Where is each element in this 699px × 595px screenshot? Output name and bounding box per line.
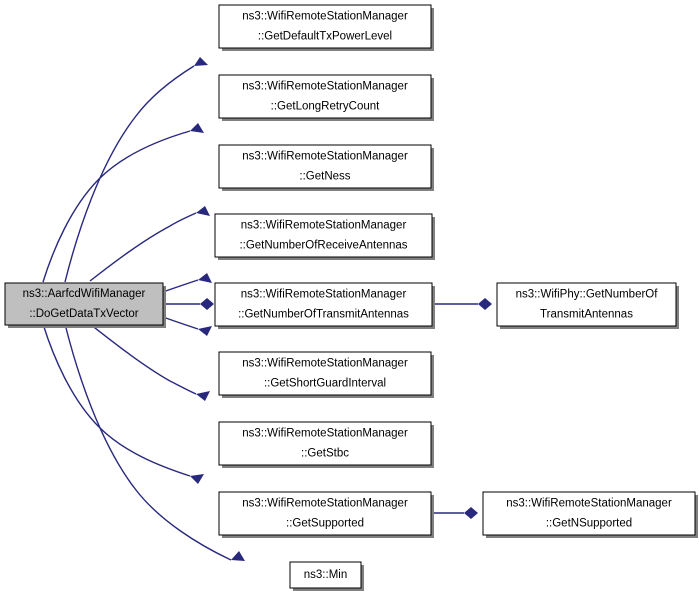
arrowhead-icon: [196, 206, 210, 216]
node-label-line1: ns3::WifiRemoteStationManager: [242, 358, 408, 370]
node-getNumberOfTransmitAntennas[interactable]: ns3::WifiRemoteStationManager::GetNumber…: [214, 282, 435, 329]
node-min[interactable]: ns3::Min: [289, 561, 364, 591]
node-getLongRetryCount[interactable]: ns3::WifiRemoteStationManager::GetLongRe…: [218, 74, 434, 121]
node-label-line2: ::GetLongRetryCount: [271, 101, 380, 113]
arrowhead-icon: [464, 507, 478, 519]
node-rect[interactable]: [482, 491, 696, 536]
edge-root-getDefaultTxPowerLevel: [64, 57, 208, 283]
node-label-line2: ::GetNSupported: [546, 518, 632, 530]
node-label-line1: ns3::WifiRemoteStationManager: [241, 220, 407, 232]
node-label-line2: ::GetNumberOfReceiveAntennas: [239, 240, 407, 252]
node-rect[interactable]: [218, 421, 432, 466]
node-rect[interactable]: [214, 213, 433, 258]
edges-layer: [42, 57, 492, 561]
node-getNumberOfReceiveAntennas[interactable]: ns3::WifiRemoteStationManager::GetNumber…: [214, 213, 435, 260]
node-label-line1: ns3::WifiRemoteStationManager: [242, 11, 408, 23]
arrowhead-icon: [198, 273, 212, 283]
arrowhead-icon: [231, 551, 245, 561]
arrowhead-icon: [478, 298, 492, 310]
edge-getSupported-getNSupported: [431, 507, 478, 519]
edge-line: [64, 323, 232, 561]
node-label-line1: ns3::AarfcdWifiManager: [23, 288, 146, 300]
node-getStbc[interactable]: ns3::WifiRemoteStationManager::GetStbc: [218, 421, 434, 468]
node-root[interactable]: ns3::AarfcdWifiManager::DoGetDataTxVecto…: [4, 282, 166, 328]
node-label-line1: ns3::WifiRemoteStationManager: [242, 151, 408, 163]
edge-line: [162, 316, 199, 330]
edge-root-getNumberOfTransmitAntennas: [163, 298, 214, 310]
node-getNess[interactable]: ns3::WifiRemoteStationManager::GetNess: [218, 144, 434, 191]
node-rect[interactable]: [218, 351, 432, 396]
node-rect[interactable]: [496, 282, 677, 327]
node-label-line2: ::GetStbc: [301, 448, 349, 460]
edge-line: [64, 65, 195, 283]
arrowhead-icon: [190, 123, 204, 133]
edge-line: [89, 212, 197, 282]
node-rect[interactable]: [214, 282, 433, 327]
node-label-line1: ns3::WifiRemoteStationManager: [506, 498, 672, 510]
nodes-layer: ns3::AarfcdWifiManager::DoGetDataTxVecto…: [4, 4, 698, 591]
arrowhead-icon: [194, 57, 208, 66]
edge-root-getNumberOfReceiveAntennas: [162, 273, 212, 293]
arrowhead-icon: [190, 474, 204, 484]
node-label-line1: ns3::WifiRemoteStationManager: [242, 498, 408, 510]
node-label-line1: ns3::WifiRemoteStationManager: [242, 428, 408, 440]
edge-root-getShortGuardInterval: [162, 316, 212, 336]
node-getDefaultTxPowerLevel[interactable]: ns3::WifiRemoteStationManager::GetDefaul…: [218, 4, 434, 51]
node-rect[interactable]: [4, 282, 164, 326]
node-getShortGuardInterval[interactable]: ns3::WifiRemoteStationManager::GetShortG…: [218, 351, 434, 398]
edge-root-min: [64, 323, 245, 561]
node-label-line2: ::DoGetDataTxVector: [29, 308, 138, 320]
node-label-line1: ns3::Min: [304, 569, 347, 581]
node-rect[interactable]: [218, 74, 432, 119]
arrowhead-icon: [196, 391, 210, 401]
edge-root-getStbc: [89, 323, 210, 401]
node-label-line1: ns3::WifiRemoteStationManager: [241, 289, 407, 301]
node-label-line1: ns3::WifiPhy::GetNumberOf: [516, 289, 659, 301]
arrowhead-icon: [200, 298, 214, 310]
edge-root-getLongRetryCount: [42, 123, 204, 283]
node-label-line2: ::GetDefaultTxPowerLevel: [258, 31, 392, 43]
node-rect[interactable]: [218, 491, 432, 536]
node-label-line2: TransmitAntennas: [540, 309, 633, 321]
node-label-line2: ::GetSupported: [286, 518, 364, 530]
node-getNSupported[interactable]: ns3::WifiRemoteStationManager::GetNSuppo…: [482, 491, 698, 538]
node-getSupported[interactable]: ns3::WifiRemoteStationManager::GetSuppor…: [218, 491, 434, 538]
node-wifiPhyGetNumberOfTransmitAntennas[interactable]: ns3::WifiPhy::GetNumberOfTransmitAntenna…: [496, 282, 679, 329]
edge-line: [42, 323, 191, 477]
edge-root-getSupported: [42, 323, 204, 484]
arrowhead-icon: [198, 326, 212, 336]
edge-root-getNess: [89, 206, 210, 282]
node-label-line2: ::GetNumberOfTransmitAntennas: [238, 309, 409, 321]
edge-getNumberOfTransmitAntennas-wifiPhy: [432, 298, 492, 310]
node-rect[interactable]: [218, 144, 432, 189]
edge-line: [89, 323, 197, 395]
node-label-line2: ::GetShortGuardInterval: [264, 378, 386, 390]
node-label-line1: ns3::WifiRemoteStationManager: [242, 81, 408, 93]
edge-line: [162, 279, 199, 293]
node-label-line2: ::GetNess: [299, 171, 350, 183]
node-rect[interactable]: [289, 561, 362, 589]
node-rect[interactable]: [218, 4, 432, 49]
edge-line: [42, 130, 191, 283]
